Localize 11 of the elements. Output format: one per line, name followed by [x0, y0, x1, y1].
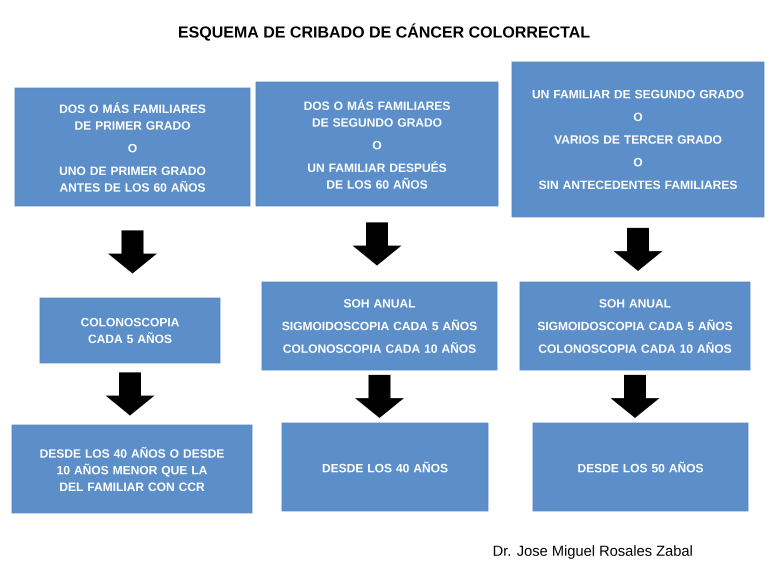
test-box: SOH ANUAL SIGMOIDOSCOPIA CADA 5 AÑOS COLONOSCOPIA CADA 10 AÑOS [262, 282, 498, 370]
title: ESQUEMA DE CRIBADO DE CÁNCER COLORRECTAL [179, 23, 590, 41]
start-age-box: DESDE LOS 40 AÑOS [282, 422, 488, 512]
test-box: SOH ANUAL SIGMOIDOSCOPIA CADA 5 AÑOS COLONOSCOPIA CADA 10 AÑOS [520, 282, 750, 370]
criteria-box: DOS O MÁS FAMILIARES DE PRIMER GRADO O UNO DE PRIMER GRADO ANTES DE LOS 60 AÑOS [14, 88, 250, 206]
criteria-box: DOS O MÁS FAMILIARES DE SEGUNDO GRADO O UN FAMILIAR DESPUÉS DE LOS 60 AÑOS [256, 82, 498, 206]
start-age-box: DESDE LOS 40 AÑOS O DESDE 10 AÑOS MENOR QUE LA DEL FAMILIAR CON CCR [12, 424, 252, 514]
test-box: COLONOSCOPIA CADA 5 AÑOS [40, 298, 220, 364]
criteria-box: UN FAMILIAR DE SEGUNDO GRADO O VARIOS DE TERCER GRADO O SIN ANTECEDENTES FAMILIARES [512, 62, 764, 218]
start-age-box: DESDE LOS 50 AÑOS [532, 422, 748, 512]
author-name: Dr. Jose Miguel Rosales Zabal [494, 545, 692, 559]
